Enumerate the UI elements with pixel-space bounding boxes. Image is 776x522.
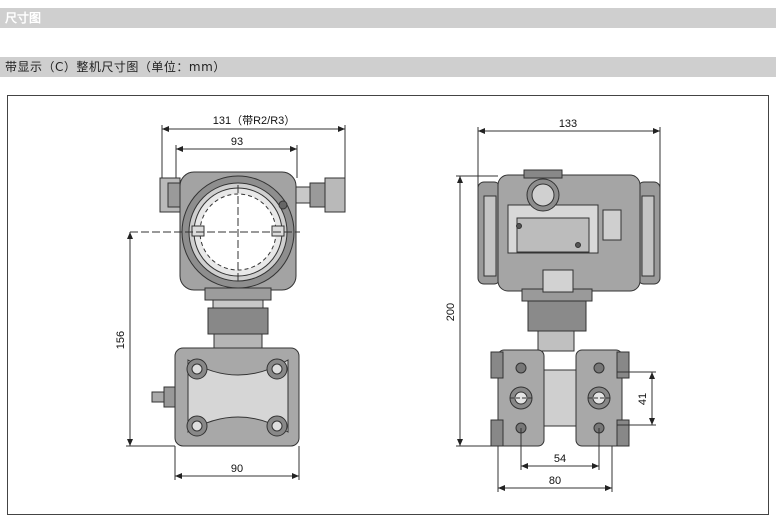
subtitle: 带显示（C）整机尺寸图（单位：mm）	[5, 60, 226, 74]
dim-side-height: 200	[445, 303, 457, 321]
dim-front-housing-width: 93	[231, 136, 243, 148]
dim-side-bolt-spacing-v: 41	[637, 393, 649, 405]
dim-side-flange-width: 80	[549, 475, 561, 487]
section-title-bar: 尺寸图	[0, 8, 776, 28]
dim-front-flange-width: 90	[231, 463, 243, 475]
section-title: 尺寸图	[5, 11, 42, 25]
dim-front-height: 156	[115, 331, 127, 349]
dim-front-width: 131（带R2/R3）	[213, 114, 296, 127]
front-view	[126, 125, 346, 480]
drawing-frame	[7, 95, 769, 515]
side-view	[456, 127, 661, 492]
dim-side-bolt-spacing-h: 54	[554, 453, 566, 465]
dim-side-width: 133	[559, 118, 577, 130]
subtitle-bar: 带显示（C）整机尺寸图（单位：mm）	[0, 57, 776, 77]
